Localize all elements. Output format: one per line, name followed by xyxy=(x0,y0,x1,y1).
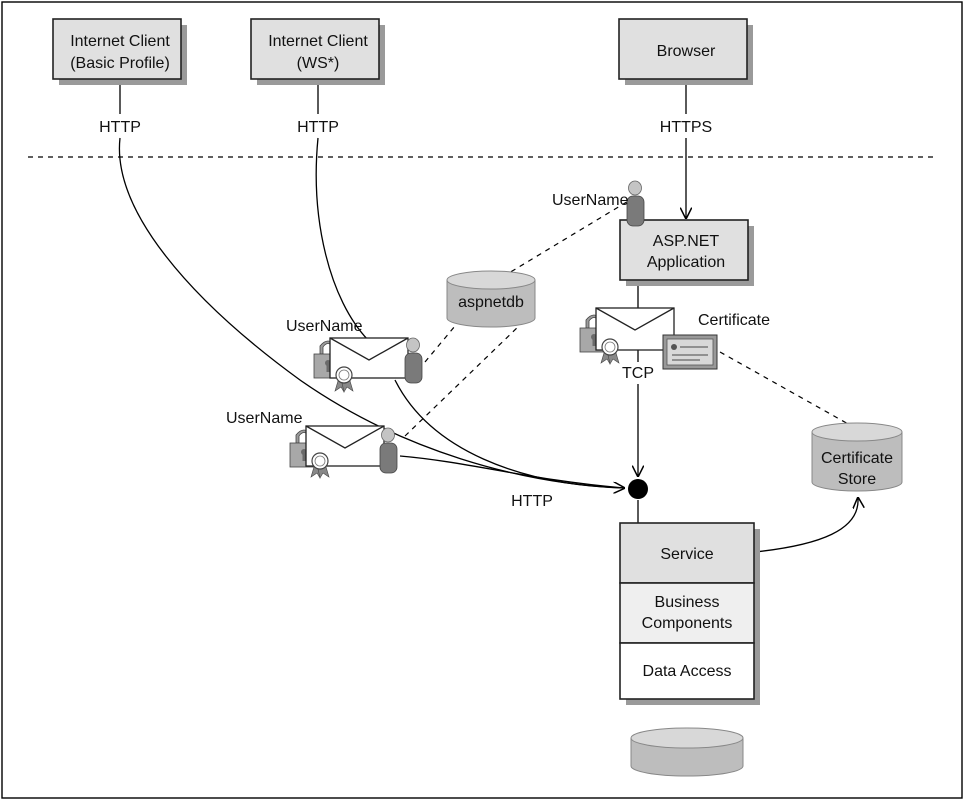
aspnetdb-database-icon: aspnetdb xyxy=(446,270,536,328)
certificate-seal-icon xyxy=(310,452,330,479)
aspnetdb-label: aspnetdb xyxy=(458,294,524,311)
cert-store-line2: Store xyxy=(838,471,876,488)
basic-message-group xyxy=(289,425,398,479)
label-username-basic: UserName xyxy=(226,410,303,427)
user-icon xyxy=(626,180,645,227)
data-access-layer xyxy=(619,642,755,700)
cert-store-line1: Certificate xyxy=(821,450,893,467)
label-http-service: HTTP xyxy=(511,493,553,510)
internet-client-basic-line1: Internet Client xyxy=(70,33,170,50)
dashed-ws-user-aspnetdb xyxy=(424,319,461,363)
business-line1: Business xyxy=(655,594,720,611)
browser-box: Browser xyxy=(618,18,753,85)
service-stack: Service Business Components Data Access xyxy=(619,522,760,705)
connector-service-certstore xyxy=(754,498,858,553)
label-http-basic: HTTP xyxy=(99,119,141,136)
junction-node xyxy=(628,479,648,499)
data-access-label: Data Access xyxy=(643,663,732,680)
business-line2: Components xyxy=(642,615,733,632)
user-icon xyxy=(404,337,423,384)
aspnet-message-group xyxy=(579,307,718,370)
certificate-store-database-icon: Certificate Store xyxy=(811,422,903,492)
connectors xyxy=(118,80,858,553)
ws-message-group xyxy=(313,337,423,393)
internet-client-ws-line1: Internet Client xyxy=(268,33,368,50)
service-layer xyxy=(619,522,755,584)
dashed-basic-user-aspnetdb xyxy=(404,324,521,437)
connector-ws-path-b xyxy=(394,379,625,489)
label-https: HTTPS xyxy=(660,119,712,136)
connector-ws-path-a xyxy=(315,137,369,341)
user-icon xyxy=(379,427,398,474)
internet-client-ws-box: Internet Client (WS*) xyxy=(250,18,385,85)
dashed-certificate-store xyxy=(719,351,851,426)
service-label: Service xyxy=(660,546,713,563)
label-username-ws: UserName xyxy=(286,318,363,335)
certificate-card-icon xyxy=(662,334,718,370)
edge-labels: HTTP HTTP HTTPS UserName UserName UserNa… xyxy=(99,119,770,510)
business-components-layer xyxy=(619,582,755,644)
internet-client-basic-box: Internet Client (Basic Profile) xyxy=(52,18,187,85)
connector-basic-envelope xyxy=(399,455,625,489)
label-http-ws: HTTP xyxy=(297,119,339,136)
bottom-database-icon xyxy=(630,727,744,777)
label-certificate: Certificate xyxy=(698,312,770,329)
dashed-aspnetdb-user xyxy=(493,199,631,283)
aspnet-line2: Application xyxy=(647,254,725,271)
label-tcp: TCP xyxy=(622,365,654,382)
internet-client-basic-line2: (Basic Profile) xyxy=(70,55,170,72)
aspnet-application-box: ASP.NET Application xyxy=(619,219,754,286)
browser-label: Browser xyxy=(657,43,716,60)
certificate-seal-icon xyxy=(600,338,620,365)
internet-client-ws-line2: (WS*) xyxy=(297,55,340,72)
label-username-top: UserName xyxy=(552,192,629,209)
certificate-seal-icon xyxy=(334,366,354,393)
aspnet-line1: ASP.NET xyxy=(653,233,720,250)
